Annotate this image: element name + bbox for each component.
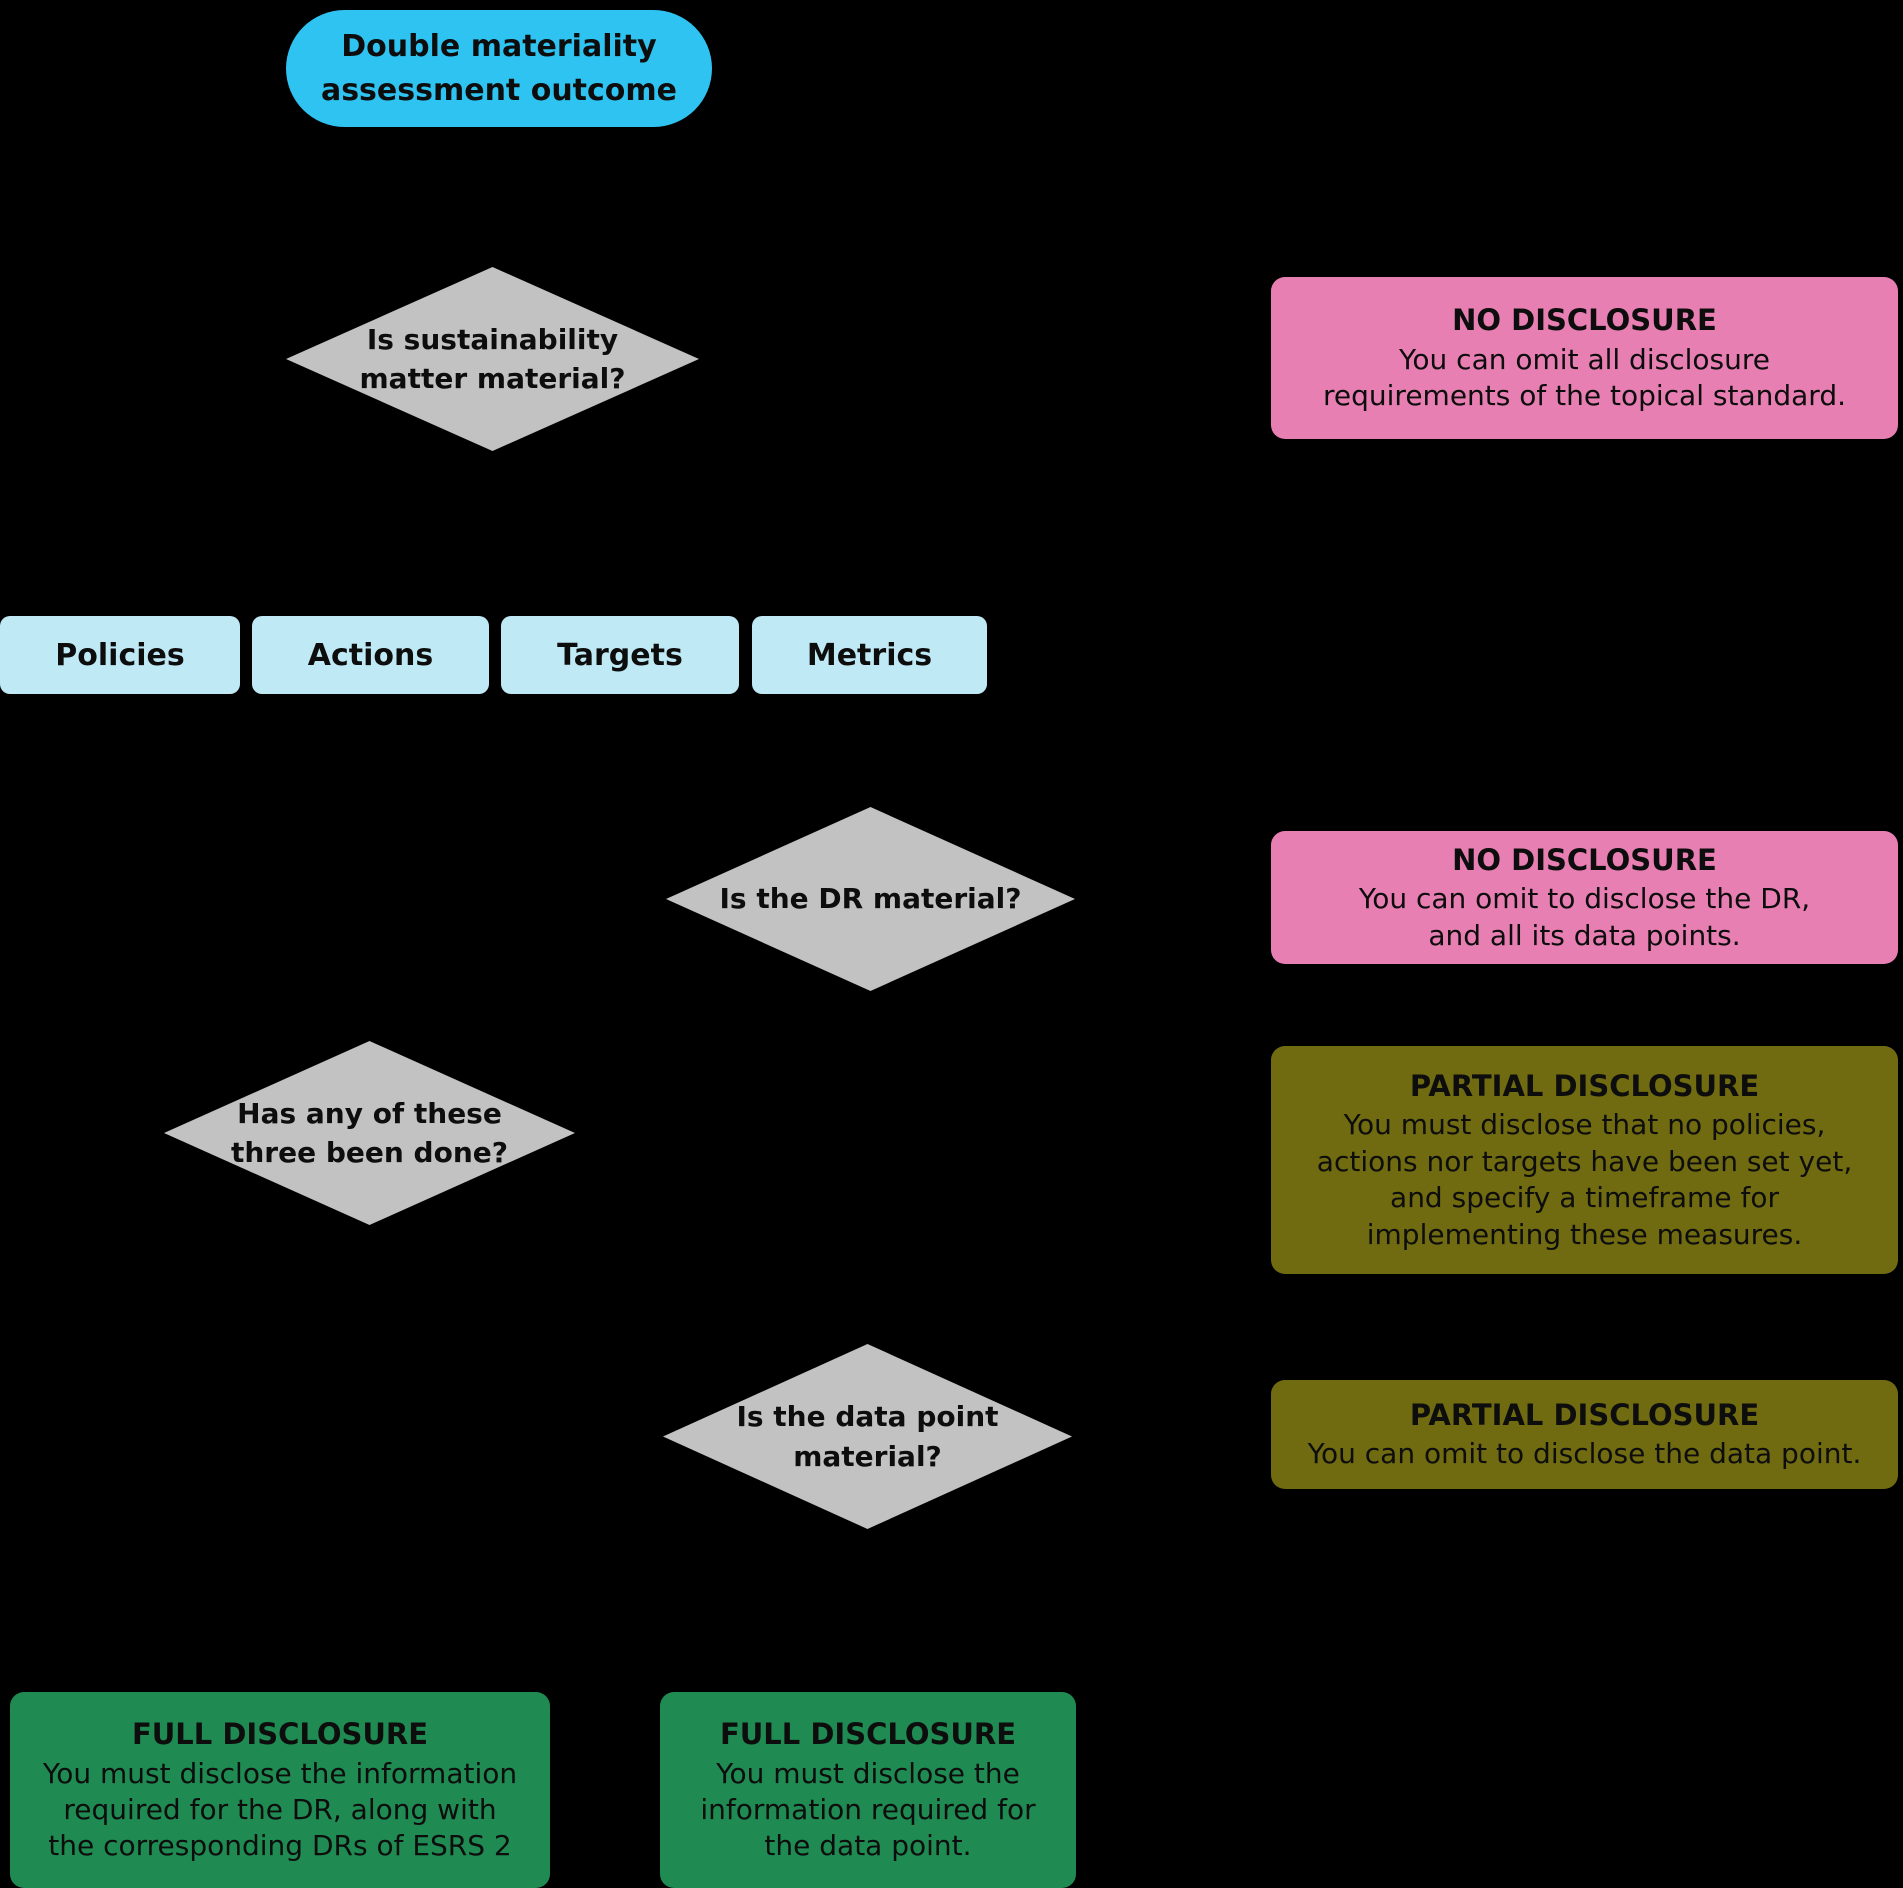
- outcome-body: You can omit to disclose the data point.: [1307, 1437, 1862, 1471]
- outcome-title: NO DISCLOSURE: [1452, 303, 1717, 338]
- decision-data-point-material: Is the data point material?: [663, 1344, 1072, 1529]
- outcome-title: PARTIAL DISCLOSURE: [1409, 1398, 1760, 1433]
- outcome-no-disclosure-dr: NO DISCLOSURE You can omit to disclose t…: [1271, 831, 1898, 964]
- start-node-double-materiality: Double materiality assessment outcome: [286, 10, 712, 127]
- outcome-title: PARTIAL DISCLOSURE: [1409, 1069, 1760, 1104]
- outcome-body: You must disclose that no policies, acti…: [1316, 1108, 1853, 1251]
- outcome-full-disclosure-data-point: FULL DISCLOSURE You must disclose the in…: [660, 1692, 1076, 1888]
- outcome-title: NO DISCLOSURE: [1452, 842, 1717, 877]
- outcome-title: FULL DISCLOSURE: [131, 1717, 429, 1752]
- step-targets: Targets: [501, 616, 739, 694]
- outcome-title: FULL DISCLOSURE: [719, 1717, 1017, 1752]
- decision-label: Has any of these three been done?: [230, 1096, 508, 1169]
- outcome-body: You must disclose the information requir…: [700, 1756, 1036, 1863]
- step-actions: Actions: [252, 616, 489, 694]
- step-metrics: Metrics: [752, 616, 987, 694]
- decision-any-of-three-done: Has any of these three been done?: [164, 1041, 575, 1225]
- decision-label: Is the DR material?: [719, 882, 1022, 916]
- outcome-full-disclosure-dr: FULL DISCLOSURE You must disclose the in…: [10, 1692, 550, 1888]
- outcome-body: You must disclose the information requir…: [42, 1756, 518, 1863]
- outcome-body: You can omit to disclose the DR, and all…: [1358, 882, 1811, 952]
- decision-label: Is sustainability matter material?: [359, 322, 626, 395]
- decision-label: Is the data point material?: [736, 1400, 999, 1473]
- outcome-partial-disclosure-data-point: PARTIAL DISCLOSURE You can omit to discl…: [1271, 1380, 1898, 1489]
- decision-dr-material: Is the DR material?: [666, 807, 1075, 991]
- outcome-no-disclosure-topical: NO DISCLOSURE You can omit all disclosur…: [1271, 277, 1898, 439]
- decision-sustainability-material: Is sustainability matter material?: [286, 267, 699, 451]
- outcome-body: You can omit all disclosure requirements…: [1323, 342, 1846, 413]
- step-policies: Policies: [0, 616, 240, 694]
- outcome-partial-disclosure-measures: PARTIAL DISCLOSURE You must disclose tha…: [1271, 1046, 1898, 1274]
